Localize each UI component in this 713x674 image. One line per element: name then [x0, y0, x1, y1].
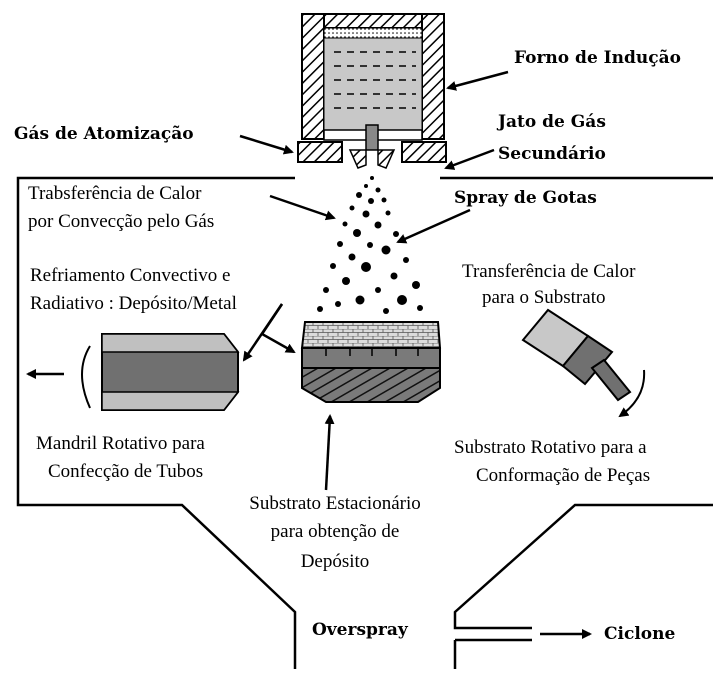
- label-forno: Forno de Indução: [514, 48, 681, 68]
- label-trans-sub-1: Transferência de Calor: [462, 261, 636, 282]
- label-sub-est-1: Substrato Estacionário: [249, 493, 421, 514]
- rotating-substrate: [521, 308, 646, 418]
- label-jato-1: Jato de Gás: [498, 112, 606, 132]
- label-refri-2: Radiativo : Depósito/Metal: [30, 293, 237, 314]
- label-gas-atomizacao: Gás de Atomização: [14, 124, 194, 144]
- tube-mandrel: [81, 333, 240, 411]
- label-sub-est-2: para obtenção de: [270, 521, 400, 542]
- label-ciclone: Ciclone: [604, 624, 676, 644]
- label-refri-1: Refriamento Convectivo e: [30, 265, 231, 286]
- chamber-outline: [16, 176, 713, 669]
- arrows: [26, 70, 592, 639]
- label-jato-2: Secundário: [498, 144, 606, 164]
- label-overspray: Overspray: [312, 620, 408, 640]
- induction-furnace: [297, 13, 447, 169]
- label-mandril-2: Confecção de Tubos: [48, 461, 204, 482]
- label-trans-conv-1: Trabsferência de Calor: [28, 183, 202, 204]
- label-mandril-1: Mandril Rotativo para: [36, 433, 205, 454]
- stationary-substrate: [300, 321, 442, 403]
- label-trans-sub-2: para o Substrato: [482, 287, 606, 308]
- label-spray: Spray de Gotas: [454, 188, 597, 208]
- label-sub-rot-1: Substrato Rotativo para a: [454, 437, 647, 458]
- label-sub-est-3: Depósito: [300, 551, 370, 572]
- label-sub-rot-2: Conformação de Peças: [476, 465, 651, 486]
- label-trans-conv-2: por Convecção pelo Gás: [28, 211, 215, 232]
- droplet-spray: [317, 176, 423, 314]
